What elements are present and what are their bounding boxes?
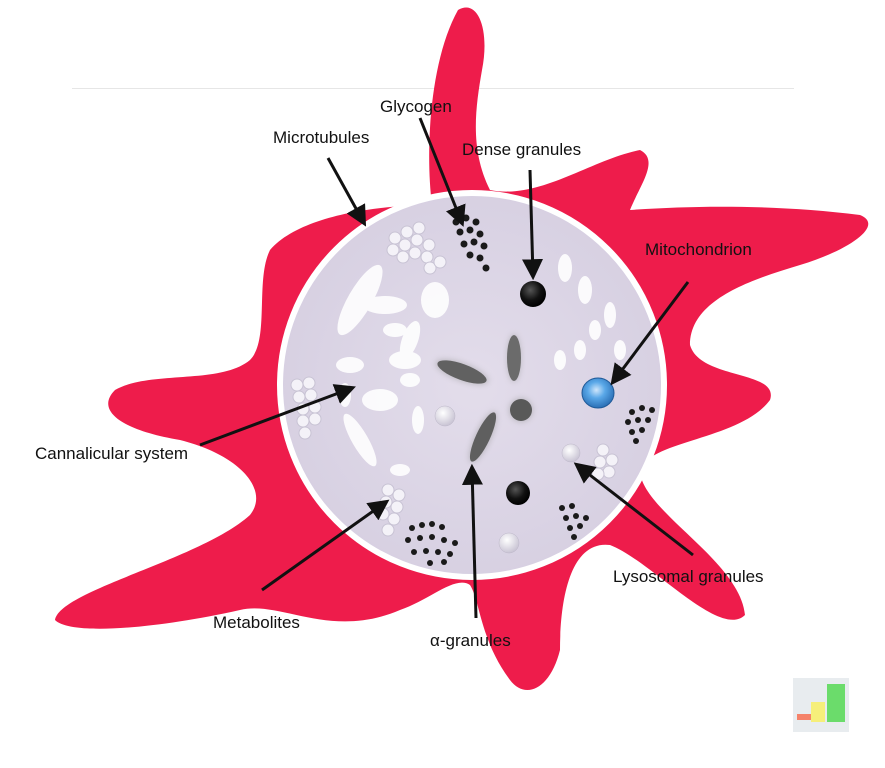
bar-chart-icon (793, 678, 849, 732)
label-mitochondrion: Mitochondrion (645, 240, 752, 259)
label-dense-granules: Dense granules (462, 140, 582, 159)
arrow-glycogen (418, 117, 466, 227)
pointer-arrows (199, 117, 694, 619)
label-metabolites: Metabolites (213, 613, 300, 632)
lysosomal-granules (434, 405, 581, 554)
label-lysosomal-granules: Lysosomal granules (613, 567, 764, 586)
arrow-alpha-granules (461, 463, 483, 619)
arrow-lysosomal-granules (573, 462, 694, 557)
glycogen-cluster-bottom-right (559, 503, 589, 540)
metabolite-clusters (290, 221, 619, 537)
glycogen-cluster-bottom-left (405, 521, 458, 566)
label-alpha-granules: α-granules (430, 631, 511, 650)
dense-granules (506, 281, 546, 505)
label-microtubules: Microtubules (273, 128, 370, 147)
divider-line (72, 88, 794, 89)
label-glycogen: Glycogen (380, 97, 452, 116)
glycogen-cluster-top (452, 214, 490, 272)
label-cannalicular-system: Cannalicular system (35, 444, 189, 463)
arrow-cannalicular-system (199, 384, 356, 447)
arrow-mitochondrion (610, 281, 690, 386)
arrow-metabolites (261, 499, 390, 592)
arrow-microtubules (326, 157, 367, 227)
glycogen-clusters (405, 214, 655, 566)
arrow-dense-granules (522, 169, 544, 281)
canalicular-system (336, 254, 626, 476)
mitochondrion (581, 377, 615, 409)
alpha-granules (435, 334, 533, 463)
glycogen-cluster-right (625, 405, 655, 444)
